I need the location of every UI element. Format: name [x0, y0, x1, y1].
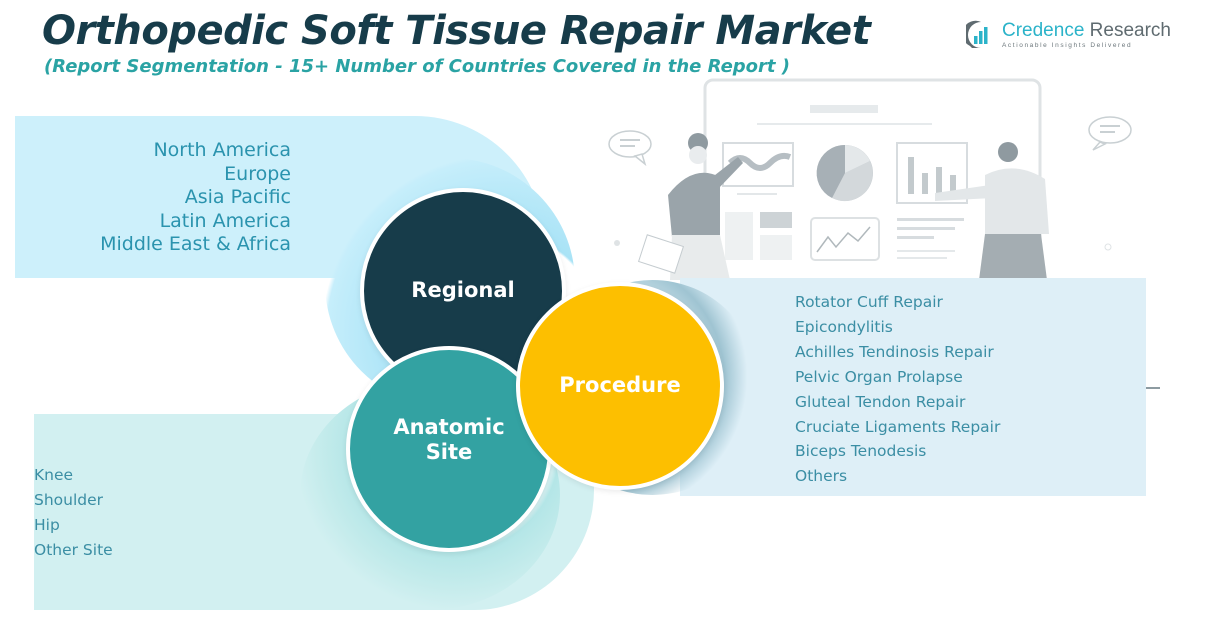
list-item: Other Site	[34, 541, 113, 559]
list-item: Pelvic Organ Prolapse	[795, 367, 963, 386]
anatomic-label-line1: Anatomic	[393, 414, 505, 439]
list-item: Biceps Tenodesis	[795, 442, 927, 461]
list-item: Latin America	[159, 209, 291, 232]
list-item: Gluteal Tendon Repair	[795, 392, 966, 411]
block-top	[760, 212, 792, 228]
board-divider	[757, 123, 932, 125]
list-item: Asia Pacific	[184, 186, 291, 208]
procedure-segment-label: Procedure	[559, 373, 681, 398]
board-text-lines	[897, 218, 964, 259]
list-item: Epicondylitis	[795, 317, 893, 336]
anatomic-site-segment-label: Anatomic Site	[393, 415, 504, 465]
credence-research-logo: Credence Research Actionable Insights De…	[966, 20, 1171, 50]
list-item: Achilles Tendinosis Repair	[795, 342, 994, 361]
list-item: Others	[795, 467, 848, 486]
regional-items-list: North America Europe Asia Pacific Latin …	[60, 139, 291, 257]
speech-bubble-right-icon	[1088, 116, 1132, 151]
procedure-items-list: Rotator Cuff Repair Epicondylitis Achill…	[795, 290, 1000, 489]
line-chart-line	[816, 226, 871, 253]
list-item: Middle East & Africa	[100, 233, 291, 255]
block-bottom	[760, 235, 792, 260]
pie-chart-icon	[816, 144, 873, 202]
decor-dot	[614, 240, 620, 246]
list-item: Shoulder	[34, 491, 104, 509]
presenter-man-figure	[935, 142, 1049, 280]
list-item: Cruciate Ligaments Repair	[795, 417, 1001, 436]
list-item: Europe	[224, 162, 291, 185]
logo-name-part1: Credence	[1002, 19, 1085, 41]
page-title: Orthopedic Soft Tissue Repair Market	[42, 8, 871, 54]
wave-caption	[737, 193, 777, 195]
list-item: North America	[153, 139, 291, 161]
page-subtitle: (Report Segmentation - 15+ Number of Cou…	[44, 56, 791, 77]
wave-chart-frame	[722, 142, 794, 187]
board-heading-bar	[810, 105, 878, 113]
anatomic-label-line2: Site	[425, 440, 473, 464]
list-item: Hip	[34, 516, 60, 534]
block-tall	[725, 212, 753, 260]
logo-name: Credence Research	[1002, 21, 1171, 40]
procedure-segment-circle: Procedure	[516, 282, 724, 490]
decor-dash	[1146, 387, 1160, 389]
wave-chart-line	[727, 152, 792, 171]
speech-bubble-left-icon	[608, 130, 652, 167]
anatomic-site-items-list: Knee Shoulder Hip Other Site	[34, 463, 113, 563]
bar-chart-speech-bubble-icon	[966, 20, 992, 48]
presentation-dashboard-illustration	[608, 78, 1132, 280]
logo-tagline: Actionable Insights Delivered	[1002, 41, 1133, 49]
list-item: Rotator Cuff Repair	[795, 293, 943, 311]
line-chart-frame	[810, 217, 880, 261]
presenter-woman-figure	[637, 133, 743, 280]
logo-name-part2: Research	[1084, 19, 1171, 41]
list-item: Knee	[34, 466, 74, 484]
bar-chart-frame	[896, 142, 968, 204]
bar-chart-bars	[908, 157, 956, 194]
decor-ring	[1104, 243, 1112, 251]
regional-segment-label: Regional	[411, 278, 515, 303]
